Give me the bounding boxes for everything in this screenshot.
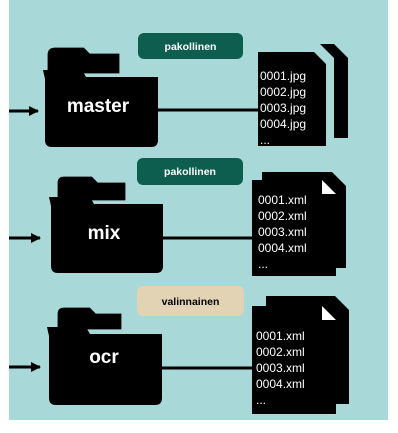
- file-name: 0001.xml: [256, 329, 305, 343]
- file-name: 0004.jpg: [260, 117, 306, 131]
- file-name: 0001.jpg: [260, 69, 306, 83]
- folder-label: mix: [88, 223, 121, 244]
- badge-optional: [137, 286, 244, 316]
- file-list: 0001.xml 0002.xml 0003.xml 0004.xml ...: [258, 193, 307, 271]
- file-name: 0004.xml: [258, 241, 307, 255]
- file-name: 0002.xml: [258, 209, 307, 223]
- file-name: ...: [258, 257, 268, 271]
- file-list: 0001.xml 0002.xml 0003.xml 0004.xml ...: [256, 329, 305, 407]
- badge-label: pakollinen: [164, 166, 216, 178]
- file-name: ...: [256, 393, 266, 407]
- file-stack: [252, 296, 349, 414]
- badge-required: [138, 33, 243, 59]
- badge-required: [137, 158, 243, 185]
- folder-icon: [49, 175, 163, 273]
- file-name: ...: [260, 133, 270, 147]
- badge-label: pakollinen: [165, 41, 217, 53]
- file-name: 0002.jpg: [260, 85, 306, 99]
- file-name: 0003.xml: [258, 225, 307, 239]
- badge-label: valinnainen: [162, 296, 220, 308]
- folder-icon: [47, 306, 162, 405]
- row-mix: mix pakollinen 0001.xml 0002.xml 0003.xm…: [9, 158, 346, 276]
- folder-label: ocr: [89, 347, 119, 368]
- file-stack: [258, 44, 348, 146]
- row-master: master pakollinen 0001.jpg 0002.jpg 0003…: [9, 33, 348, 147]
- folder-icon: [43, 46, 158, 147]
- file-name: 0003.jpg: [260, 101, 306, 115]
- file-name: 0002.xml: [256, 345, 305, 359]
- row-ocr: ocr valinnainen 0001.xml 0002.xml 0003.x…: [9, 286, 349, 414]
- file-list: 0001.jpg 0002.jpg 0003.jpg 0004.jpg ...: [260, 69, 306, 147]
- file-name: 0003.xml: [256, 361, 305, 375]
- file-stack: [252, 172, 346, 276]
- file-name: 0004.xml: [256, 377, 305, 391]
- folder-label: master: [67, 96, 130, 117]
- file-name: 0001.xml: [258, 193, 307, 207]
